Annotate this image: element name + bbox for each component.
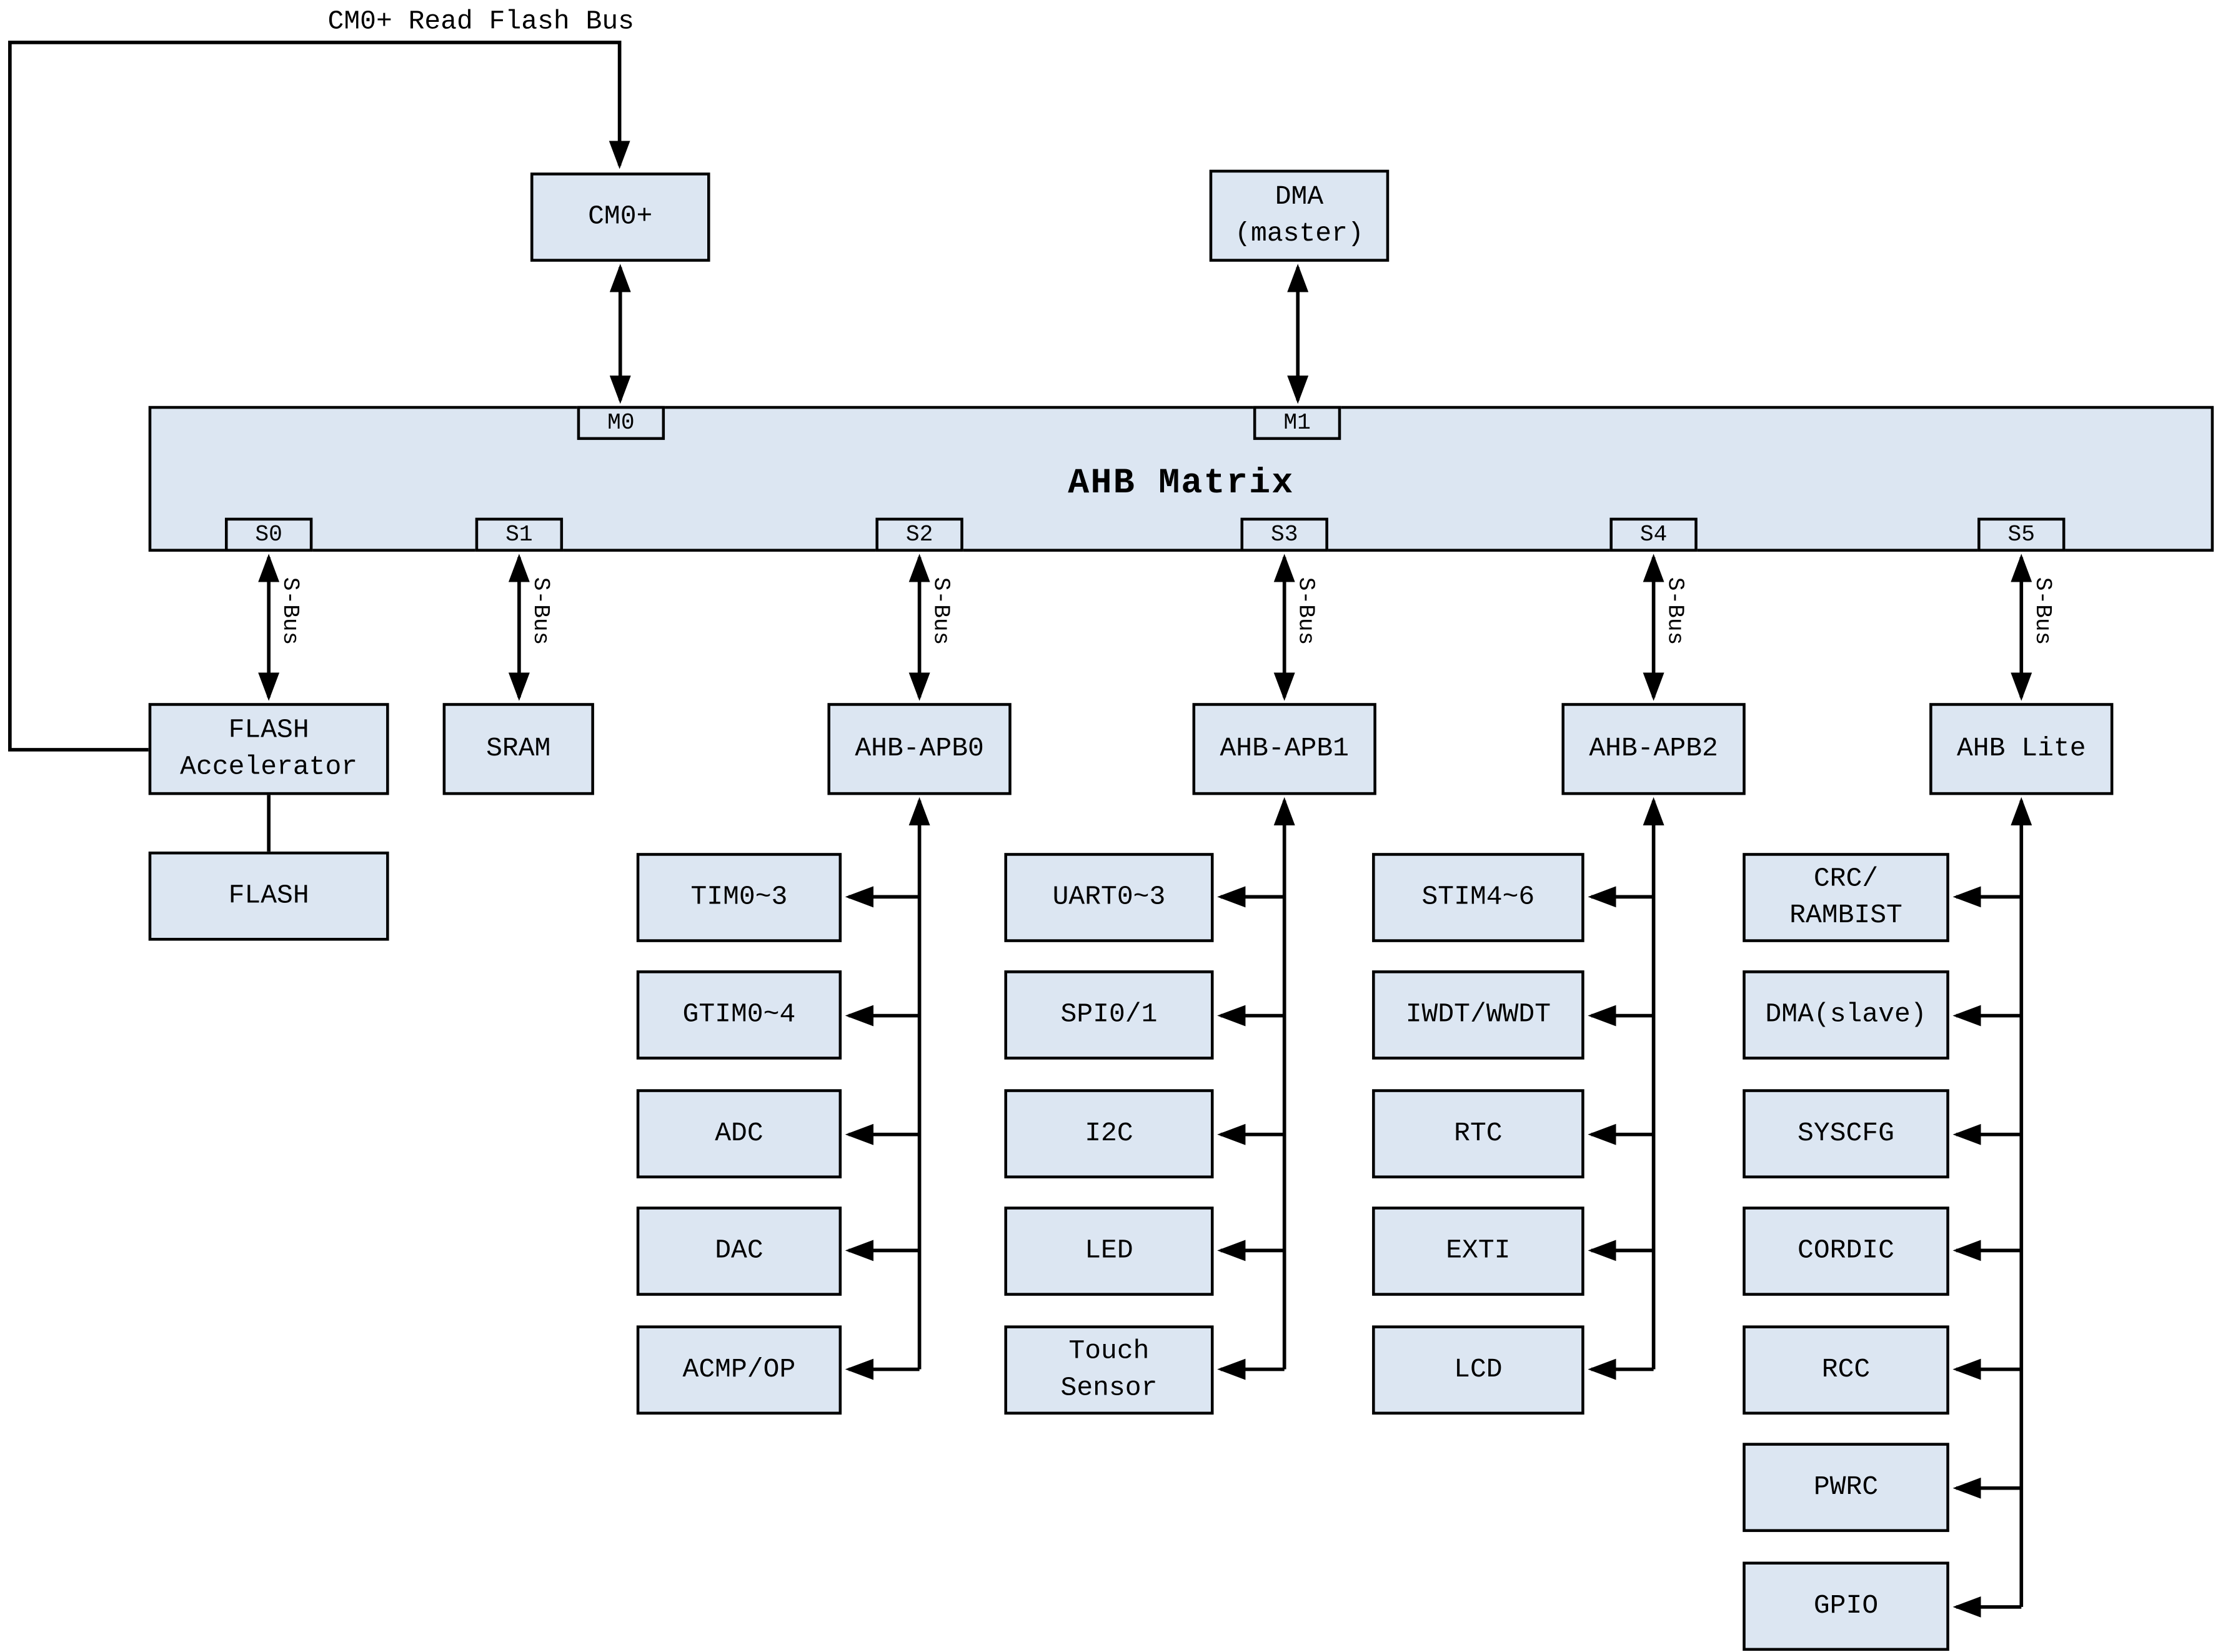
port-s0: S0 (224, 517, 313, 552)
node-gpio: GPIO (1743, 1561, 1949, 1651)
node-pwrc: PWRC (1743, 1443, 1949, 1532)
node-rcc: RCC (1743, 1325, 1949, 1415)
node-ahb-apb0: AHB-APB0 (827, 703, 1012, 795)
node-flash: FLASH (148, 851, 389, 941)
node-cordic: CORDIC (1743, 1207, 1949, 1296)
port-s2: S2 (875, 517, 963, 552)
port-m1: M1 (1253, 406, 1341, 440)
node-rtc: RTC (1372, 1089, 1584, 1178)
port-s4: S4 (1609, 517, 1698, 552)
s-bus-label-s0: S-Bus (277, 577, 303, 645)
node-cm0: CM0+ (530, 172, 710, 262)
port-s3: S3 (1240, 517, 1328, 552)
node-crc-rambist: CRC/ RAMBIST (1743, 853, 1949, 942)
node-acmp-op: ACMP/OP (636, 1325, 842, 1415)
node-spi0-1: SPI0/1 (1004, 970, 1214, 1060)
wire-cm0-read-flash-bus (8, 41, 630, 752)
node-dma-slave: DMA(slave) (1743, 970, 1949, 1060)
node-sram: SRAM (442, 703, 594, 795)
s-bus-label-s1: S-Bus (527, 577, 554, 645)
node-tim0-3: TIM0~3 (636, 853, 842, 942)
node-syscfg: SYSCFG (1743, 1089, 1949, 1178)
node-dma-master: DMA (master) (1209, 169, 1390, 262)
ahb-matrix-label: AHB Matrix (1068, 462, 1295, 504)
node-led: LED (1004, 1207, 1214, 1296)
node-touch-sensor: Touch Sensor (1004, 1325, 1214, 1415)
node-ahb-matrix: AHB Matrix (148, 406, 2214, 552)
node-iwdt-wwdt: IWDT/WWDT (1372, 970, 1584, 1060)
node-exti: EXTI (1372, 1207, 1584, 1296)
s-bus-label-s3: S-Bus (1293, 577, 1319, 645)
port-s5: S5 (1977, 517, 2066, 552)
node-lcd: LCD (1372, 1325, 1584, 1415)
s-bus-label-s4: S-Bus (1662, 577, 1688, 645)
node-ahb-lite: AHB Lite (1929, 703, 2114, 795)
node-adc: ADC (636, 1089, 842, 1178)
node-i2c: I2C (1004, 1089, 1214, 1178)
node-ahb-apb1: AHB-APB1 (1192, 703, 1376, 795)
s-bus-label-s2: S-Bus (928, 577, 953, 645)
port-m0: M0 (577, 406, 665, 440)
node-stim4-6: STIM4~6 (1372, 853, 1584, 942)
node-dac: DAC (636, 1207, 842, 1296)
node-gtim0-4: GTIM0~4 (636, 970, 842, 1060)
cm0-read-flash-bus-label: CM0+ Read Flash Bus (327, 6, 634, 37)
port-s1: S1 (475, 517, 564, 552)
s-bus-label-s5: S-Bus (2029, 577, 2056, 645)
node-flash-accelerator: FLASH Accelerator (148, 703, 389, 795)
node-ahb-apb2: AHB-APB2 (1561, 703, 1746, 795)
node-uart0-3: UART0~3 (1004, 853, 1214, 942)
